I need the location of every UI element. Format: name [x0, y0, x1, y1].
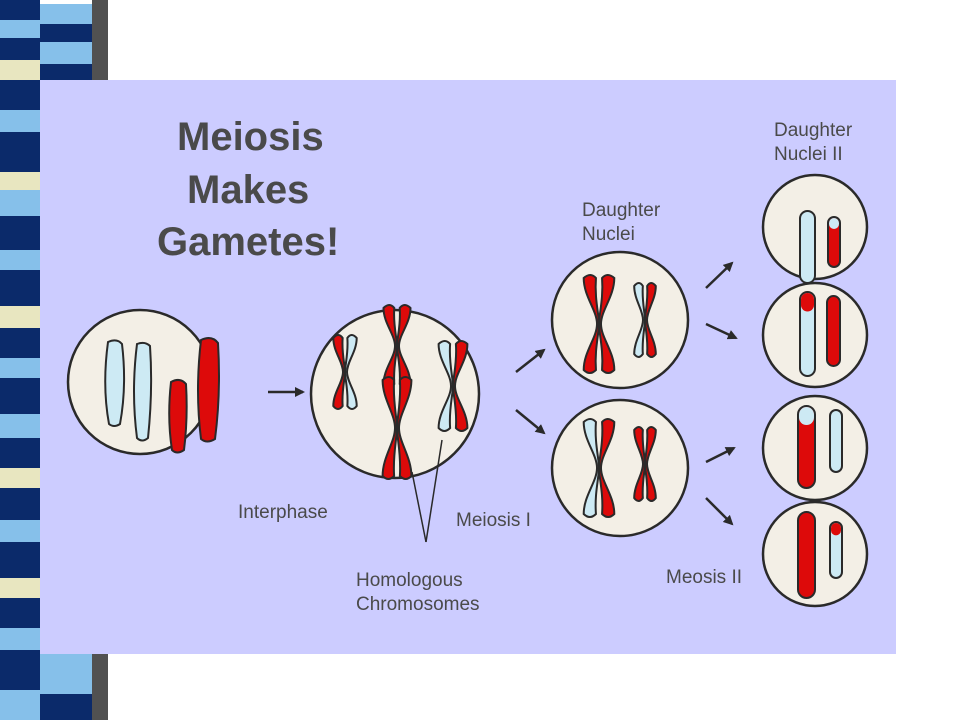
stripe-block	[40, 64, 92, 84]
stripe-block	[0, 628, 40, 650]
daughter-nucleus-ii-1	[761, 173, 869, 284]
stripe-block	[40, 42, 92, 64]
label-daughter-nuclei-ii-line-1: Daughter	[774, 120, 853, 141]
stripe-block	[0, 190, 40, 216]
daughter-nucleus-ii-2	[761, 281, 869, 389]
stripe-block	[0, 250, 40, 270]
meiosis-diagram: Meiosis Makes Gametes! Interphase Meiosi…	[40, 80, 896, 654]
stripe-block	[0, 520, 40, 542]
stripe-block	[0, 414, 40, 438]
stripe-block	[0, 378, 40, 414]
arrow-to-nuclei-ii-3	[705, 446, 736, 464]
chromosome-blue	[799, 291, 816, 377]
stripe-block	[40, 654, 92, 694]
stripe-block	[0, 132, 40, 172]
diagram-title-line-1: Meiosis	[177, 115, 324, 159]
chromosome-blue	[104, 339, 126, 427]
stripe-block	[40, 24, 92, 42]
stripe-block	[0, 38, 40, 60]
stripe-block	[0, 306, 40, 328]
stripe-block	[40, 4, 92, 24]
label-daughter-nuclei-line-2: Nuclei	[582, 224, 635, 245]
meiosis-1-cell	[309, 304, 481, 480]
label-meiosis-2: Meosis II	[666, 567, 742, 588]
chromosome-red	[797, 511, 816, 599]
label-daughter-nuclei-ii-line-2: Nuclei II	[774, 144, 843, 165]
stripe-block	[0, 542, 40, 578]
chromosome-red	[633, 426, 657, 502]
chromosome-red	[797, 405, 816, 489]
stripe-block	[0, 438, 40, 468]
chromosome-pair-red	[381, 376, 413, 480]
label-homologous-line-2: Chromosomes	[356, 594, 480, 615]
stripe-block	[0, 690, 40, 720]
chromosome-blue	[133, 341, 153, 442]
stripe-block	[0, 358, 40, 378]
chromosome-pair-blue	[437, 340, 469, 432]
label-daughter-nuclei-line-1: Daughter	[582, 200, 661, 221]
stripe-block	[0, 20, 40, 38]
chromosome-red	[826, 295, 841, 367]
chromosome-blue	[829, 521, 843, 579]
stripe-block	[0, 488, 40, 520]
stripe-block	[0, 650, 40, 690]
arrow-to-daughter-bottom	[515, 409, 546, 435]
stripe-block	[0, 0, 40, 20]
chromosome-blue	[799, 210, 816, 284]
diagram-title-line-2: Makes	[187, 168, 309, 212]
chromosome-red	[197, 337, 220, 443]
stripe-block	[0, 172, 40, 190]
diagram-title-line-3: Gametes!	[157, 220, 339, 264]
label-meiosis-1: Meiosis I	[456, 510, 531, 531]
stripe-block	[0, 270, 40, 306]
arrow-to-daughter-top	[515, 348, 546, 373]
stripe-block	[0, 216, 40, 250]
chromosome-pair-blue	[332, 334, 358, 410]
pointer-line	[425, 439, 443, 543]
stripe-block	[40, 694, 92, 720]
arrow-to-nuclei-ii-4	[705, 497, 734, 526]
stripe-block	[0, 328, 40, 358]
daughter-nucleus-ii-3	[761, 394, 869, 502]
chromosome-blue	[582, 418, 616, 518]
chromosome-blue	[829, 409, 843, 473]
label-interphase: Interphase	[238, 502, 328, 523]
pointer-line	[411, 471, 427, 543]
stripe-block	[0, 60, 40, 80]
daughter-nucleus-ii-4	[761, 500, 869, 608]
stripe-block	[0, 80, 40, 110]
stripe-block	[0, 598, 40, 628]
label-homologous-line-1: Homologous	[356, 570, 463, 591]
chromosome-blue	[633, 282, 657, 358]
daughter-nucleus-bottom	[550, 398, 690, 538]
stripe-block	[0, 468, 40, 488]
arrow-to-nuclei-ii-1	[705, 261, 734, 289]
interphase-cell	[66, 308, 220, 456]
chromosome-red	[827, 216, 841, 268]
stripe-block	[0, 578, 40, 598]
chromosome-red	[168, 378, 188, 454]
chromosome-red	[582, 274, 616, 374]
daughter-nucleus-top	[550, 250, 690, 390]
stripe-block	[0, 110, 40, 132]
arrow-to-nuclei-ii-2	[705, 322, 738, 340]
